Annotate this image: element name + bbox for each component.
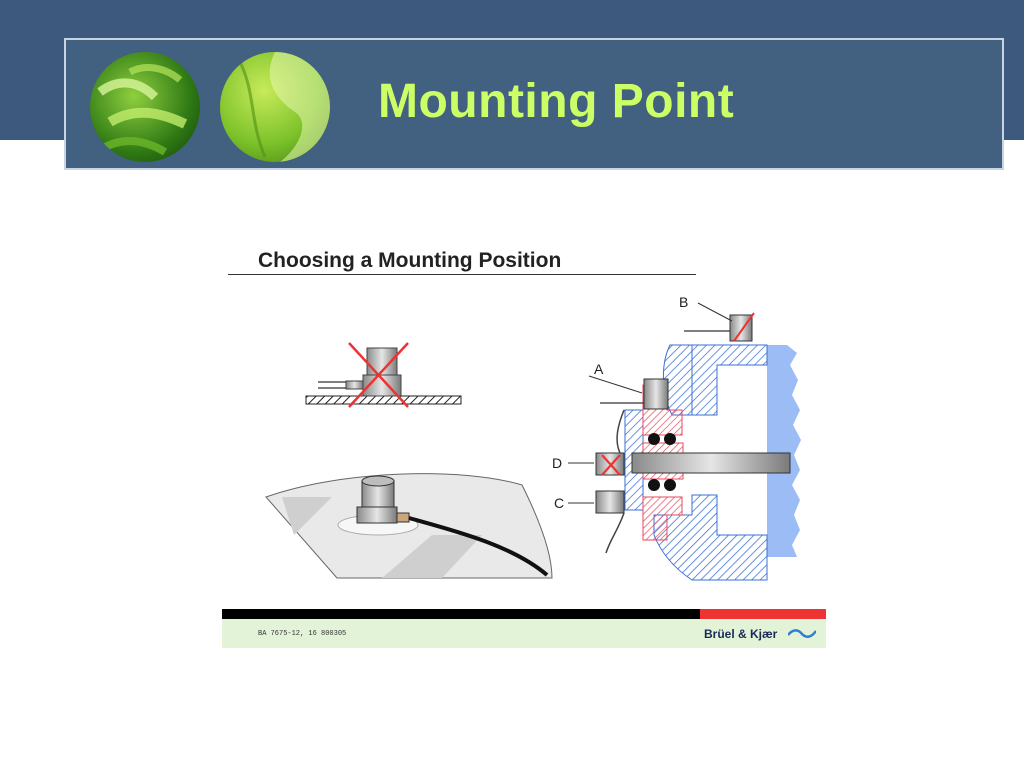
figure-title: Choosing a Mounting Position bbox=[258, 249, 562, 272]
machine-cross-section: A B C D bbox=[552, 294, 801, 581]
label-b: B bbox=[679, 294, 688, 310]
mounting-position-figure: Choosing a Mounting Position bbox=[222, 235, 826, 648]
title-underline bbox=[228, 274, 696, 275]
curved-surface-mount bbox=[265, 473, 553, 579]
footer-strip bbox=[222, 619, 826, 648]
leaf-logo-right bbox=[220, 52, 330, 162]
label-c: C bbox=[554, 495, 564, 511]
brand-name: Brüel & Kjær bbox=[704, 627, 778, 641]
leaf-logo-left bbox=[90, 52, 200, 162]
page-title: Mounting Point bbox=[378, 75, 735, 128]
footer-bar-black bbox=[222, 609, 700, 619]
brand-wave-icon bbox=[788, 629, 816, 638]
mounting-illustration: A B C D bbox=[265, 294, 801, 581]
footer-bar-red bbox=[700, 609, 826, 619]
label-a: A bbox=[594, 361, 604, 377]
surface-mount-crossed bbox=[305, 342, 462, 408]
reference-code: BA 7675-12, 16 800305 bbox=[258, 630, 347, 638]
label-d: D bbox=[552, 455, 562, 471]
